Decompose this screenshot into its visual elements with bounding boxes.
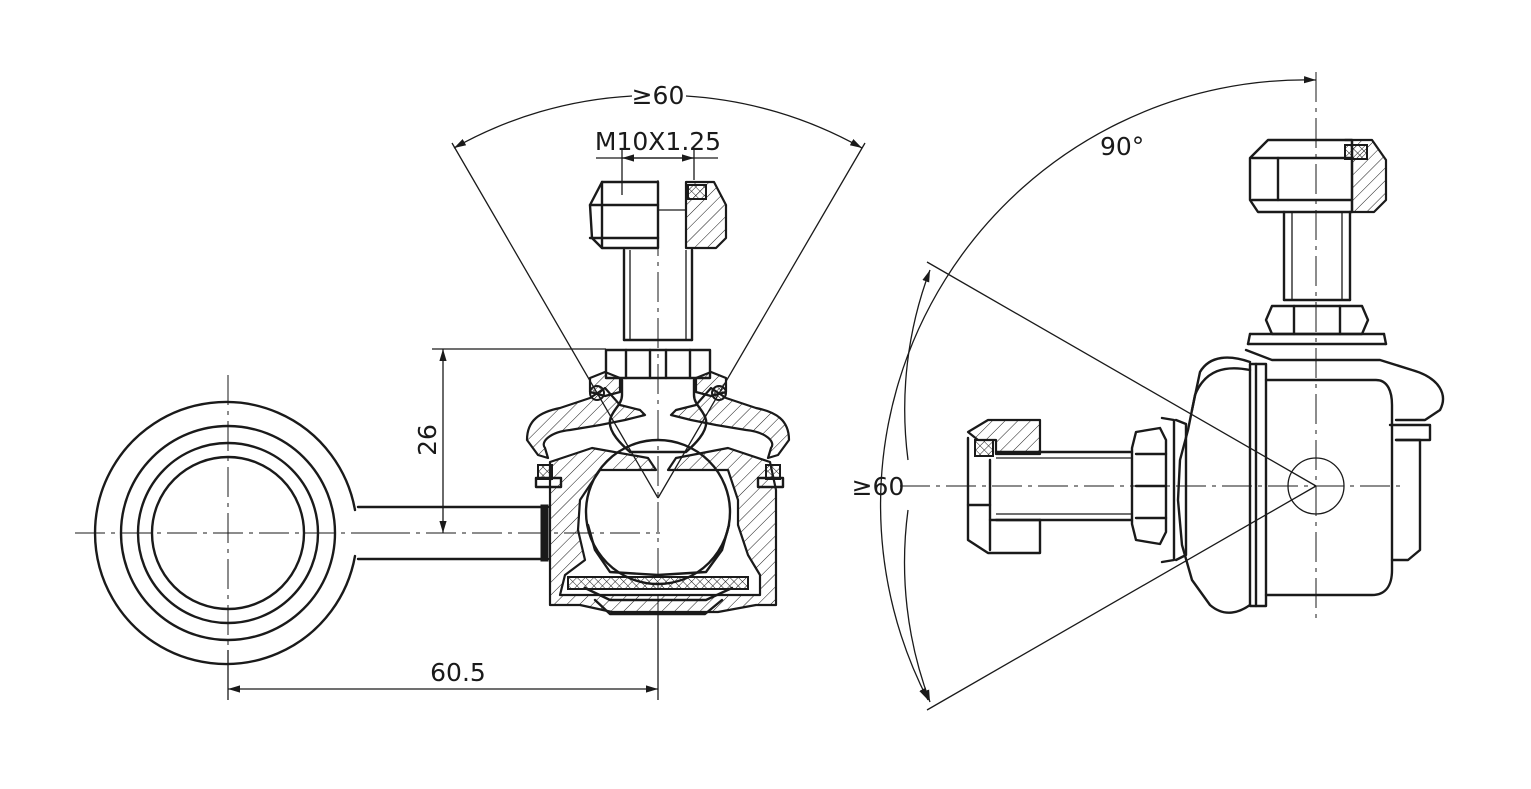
boot-angle-label: ≥60: [632, 81, 685, 110]
dust-boot: [525, 370, 791, 460]
side-housing: [1160, 348, 1445, 614]
sweep-angle-label: 90°: [1100, 132, 1144, 161]
front-view: ≥60 M10X1.25 26 60.5: [75, 81, 866, 700]
ball-joint-housing: [534, 438, 785, 616]
side-stud: [1282, 210, 1352, 302]
arm-rod: [356, 504, 660, 562]
length-dim-label: 60.5: [430, 658, 486, 687]
side-view: 90° ≥60: [852, 72, 1445, 711]
height-dim-label: 26: [413, 424, 442, 456]
side-boot-angle-label: ≥60: [852, 472, 905, 501]
side-lower-nut: [1246, 304, 1388, 346]
thread-spec-label: M10X1.25: [595, 127, 721, 156]
side-top-nut: [1248, 138, 1388, 214]
eye-end: [75, 375, 380, 700]
